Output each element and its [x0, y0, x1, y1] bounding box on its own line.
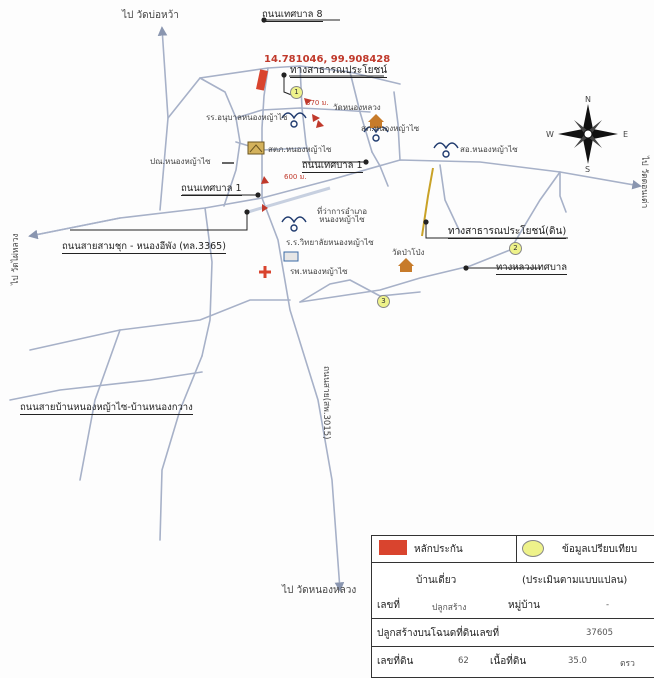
legend-panel: หลักประกัน ข้อมูลเปรียบเทียบ บ้านเดี่ยว …: [371, 535, 654, 678]
label-public-road-1: ทางสาธารณประโยชน์: [290, 65, 388, 78]
label-wat-nong-luang: วัดหนองหลวง: [333, 103, 381, 112]
label-thesaban1-b: ถนนเทศบาล 1: [181, 183, 242, 196]
compass-n: N: [585, 95, 591, 104]
highway-3365: [29, 159, 642, 237]
label-hospital: สอ.หนองหญ้าไซ: [460, 145, 518, 154]
legend-comparison-swatch: [522, 540, 544, 557]
collateral-marker: [256, 69, 268, 91]
legend-property-type: บ้านเดี่ยว: [416, 575, 457, 586]
distance-600: 600 ม.: [284, 173, 307, 181]
label-public-road-dirt: ทางสาธารณประโยชน์(ดิน): [448, 226, 567, 239]
label-school-1: รร.อนุบาลหนองหญ้าไซ: [206, 113, 288, 122]
label-route-3015: ถนนสาย(สพ.3015): [321, 366, 331, 440]
legend-deed-label: ปลูกสร้างบนโฉนดที่ดินเลขที่: [377, 628, 500, 639]
label-district-office: สภ.หนองหญ้าไซ: [361, 124, 420, 133]
legend-house-no-value: ปลูกสร้าง: [432, 603, 467, 613]
legend-village-label: หมู่บ้าน: [508, 600, 540, 611]
label-thesaban8: ถนนเทศบาล 8: [262, 9, 323, 22]
label-school-3: รพ.หนองหญ้าไซ: [290, 267, 348, 276]
coordinates-text: 14.781046, 99.908428: [264, 54, 391, 65]
legend-house-no-label: เลขที่: [377, 600, 400, 611]
dir-wat-don-tao: ไป วัดดอนเต่า: [639, 156, 649, 209]
temple-icon: [368, 114, 414, 272]
label-school-2: ร.ร.วิทยาลัยหนองหญ้าไซ: [286, 238, 374, 247]
label-thesaban1-a: ถนนเทศบาล 1: [302, 160, 363, 173]
legend-area-label: เนื้อที่ดิน: [490, 656, 527, 667]
road-3015: [261, 197, 345, 592]
compass-w: W: [546, 130, 554, 139]
label-district-admin: ที่ว่าการอำเภอ หนองหญ้าไซ: [317, 207, 367, 224]
label-police: สตภ.หนองหญ้าไซ: [268, 145, 332, 154]
road-east-south: [299, 171, 561, 303]
hospital-icon: [259, 266, 271, 278]
legend-comparison-label: ข้อมูลเปรียบเทียบ: [562, 544, 638, 555]
legend-deed-value: 37605: [586, 628, 614, 638]
label-ban-nong-ya-sai-road: ถนนสายบ้านหนองหญ้าไซ-บ้านหนองกวาง: [20, 402, 193, 415]
distance-370: 370 ม.: [306, 99, 329, 107]
compass-s: S: [585, 165, 591, 174]
marker-1: 1: [290, 86, 303, 99]
legend-collateral-swatch: [379, 540, 407, 555]
legend-area-value: 35.0: [568, 656, 587, 666]
marker-2: 2: [509, 242, 522, 255]
dir-wat-nong-luang: ไป วัดหนองหลวง: [282, 585, 357, 596]
compass-icon: [558, 104, 618, 164]
garuda-icon: [281, 112, 459, 232]
label-post-office: ปณ.หนองหญ้าไซ: [150, 157, 211, 166]
road-north: [157, 26, 169, 211]
marker-3: 3: [377, 295, 390, 308]
compass-e: E: [623, 130, 629, 139]
dirt-road: [421, 167, 434, 237]
label-wat-pho: วัดป่าโป่ง: [392, 248, 425, 257]
label-rural-road: ทางหลวงเทศบาล: [496, 262, 568, 275]
legend-valuation-method: (ประเมินตามแบบแปลน): [522, 575, 628, 586]
legend-village-value: -: [606, 600, 610, 610]
legend-land-no-label: เลขที่ดิน: [377, 656, 414, 667]
legend-collateral-label: หลักประกัน: [414, 544, 463, 555]
dir-wat-phai-luang: ไป วัดไผ่หลวง: [11, 233, 21, 285]
legend-land-no-value: 62: [458, 656, 469, 666]
dir-wat-bo-na: ไป วัดบ่อหว้า: [122, 10, 179, 21]
label-highway-3365: ถนนสายสามชุก - หนองอีพัง (ทล.3365): [62, 241, 226, 254]
building-icon: [247, 141, 299, 262]
legend-area-unit: ตรว: [620, 659, 635, 669]
